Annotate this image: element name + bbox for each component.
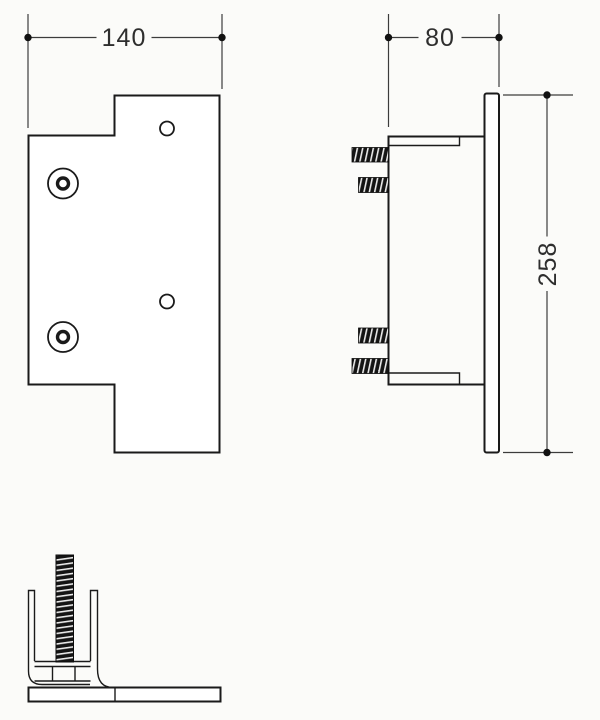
height-dimension-label: 258 bbox=[534, 242, 562, 287]
threaded-stud-3-icon bbox=[358, 327, 389, 344]
counterbore-hole-top bbox=[47, 167, 79, 200]
channel-left-wall bbox=[27, 589, 36, 671]
width-dimension: 140 bbox=[24, 14, 226, 128]
front-view bbox=[27, 94, 221, 454]
base-plate-edge bbox=[27, 686, 222, 703]
channel-bottom-curve bbox=[27, 670, 90, 686]
wall-plate-edge bbox=[483, 92, 500, 454]
bottom-flange-inner-line bbox=[388, 372, 461, 385]
bracket-body-outline bbox=[387, 135, 485, 386]
height-dimension: 258 bbox=[503, 91, 573, 457]
plate-outline bbox=[27, 94, 221, 454]
width-dimension-label: 140 bbox=[102, 24, 147, 52]
dimension-endpoint-dot bbox=[495, 33, 503, 42]
depth-dimension-label: 80 bbox=[425, 24, 455, 52]
threaded-stud-1-icon bbox=[351, 147, 389, 163]
screw-hole-top-icon bbox=[159, 120, 175, 137]
channel-right-wall bbox=[89, 589, 99, 669]
top-flange-inner-line bbox=[388, 136, 461, 147]
depth-dimension: 80 bbox=[384, 14, 503, 127]
threaded-stud-4-icon bbox=[351, 358, 389, 374]
threaded-stud-2-icon bbox=[358, 177, 389, 193]
bottom-section-view bbox=[27, 554, 222, 703]
bracket-bend-curve bbox=[96, 668, 114, 689]
screw-hole-bottom-icon bbox=[159, 293, 175, 310]
side-view bbox=[351, 92, 500, 454]
dimension-endpoint-dot bbox=[543, 91, 551, 99]
dimension-endpoint-dot bbox=[218, 33, 226, 42]
counterbore-hole-bottom bbox=[47, 321, 79, 353]
dimension-endpoint-dot bbox=[384, 33, 393, 42]
dimension-endpoint-dot bbox=[24, 33, 32, 42]
threaded-rod-icon bbox=[55, 554, 74, 663]
dimension-endpoint-dot bbox=[543, 448, 551, 457]
